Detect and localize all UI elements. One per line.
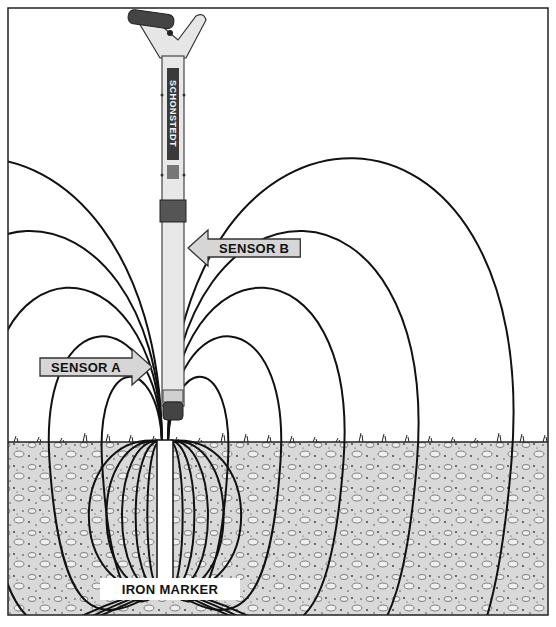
brand-name: SCHONSTEDT (168, 80, 178, 147)
sensor-label: SENSOR A (51, 360, 121, 375)
field-lines (8, 158, 514, 615)
iron-marker (157, 440, 173, 590)
sensor-callout-arrow: SENSOR B (188, 233, 300, 263)
ground-line (8, 441, 548, 443)
sensor-callout-arrow: SENSOR A (40, 352, 152, 382)
sensor-label: SENSOR B (219, 241, 289, 256)
marker-label: IRON MARKER (122, 582, 218, 597)
frame (8, 8, 548, 615)
marker-label-box: IRON MARKER (100, 578, 240, 600)
